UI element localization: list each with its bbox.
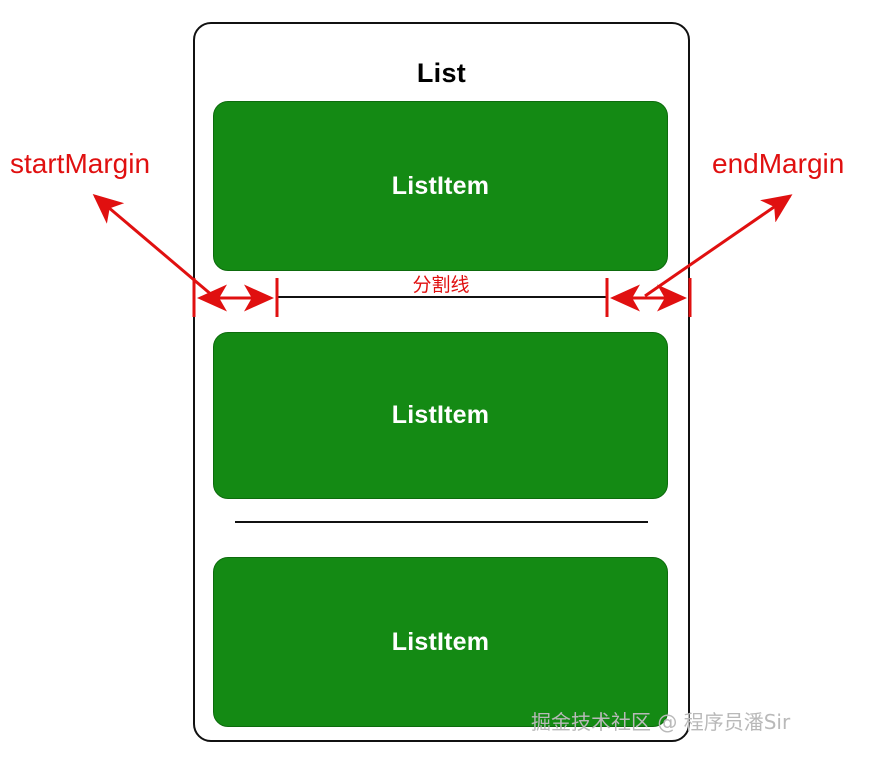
divider-label: 分割线	[412, 274, 470, 296]
end-margin-label: endMargin	[712, 148, 845, 179]
list-title: List	[416, 58, 467, 88]
list-item: ListItem	[213, 332, 668, 499]
list-item: ListItem	[213, 101, 668, 271]
watermark: 掘金技术社区 @ 程序员潘Sir	[531, 710, 791, 734]
list-item: ListItem	[213, 557, 668, 727]
divider-line-2	[235, 521, 648, 523]
divider-line-1	[277, 296, 607, 298]
start-margin-label: startMargin	[10, 148, 151, 179]
